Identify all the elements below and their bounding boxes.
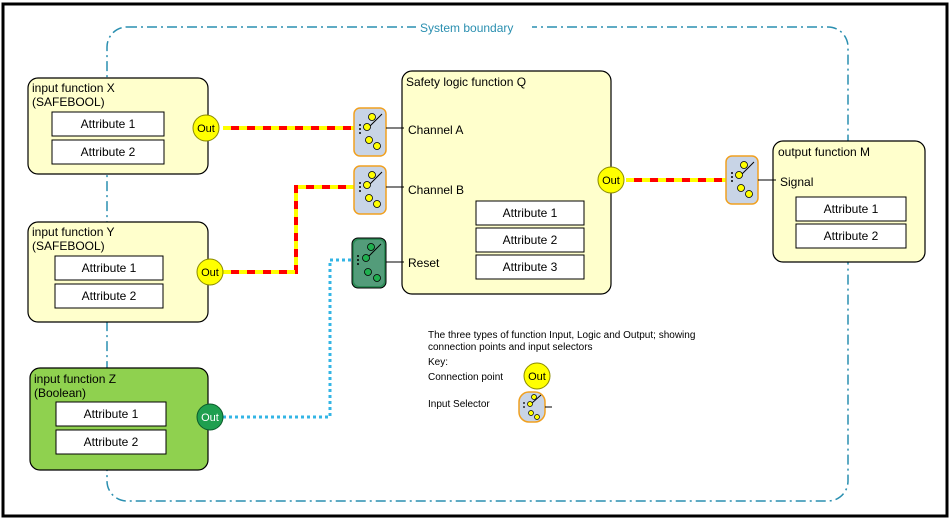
- svg-text:Out: Out: [197, 123, 215, 135]
- function-q-attribute-2-box: [475, 227, 585, 253]
- function-x-attribute-1: Attribute 1: [81, 117, 136, 131]
- function-q-title: Safety logic function Q: [406, 75, 526, 89]
- key-description-line-1: The three types of function Input, Logic…: [428, 330, 695, 341]
- line-z-to-reset: [223, 258, 360, 419]
- input-function-x[interactable]: input function X (SAFEBOOL) Attribute 1 …: [27, 77, 209, 175]
- function-z-attribute-1: Attribute 1: [84, 407, 139, 421]
- boundary-label: System boundary: [420, 21, 513, 35]
- reset-input-selector[interactable]: [351, 237, 404, 289]
- input-function-z[interactable]: input function Z (Boolean) Attribute 1 A…: [29, 367, 209, 471]
- function-q-attribute-3-box: [475, 254, 585, 280]
- channel-a-label: Channel A: [408, 123, 463, 137]
- output-function-m[interactable]: output function M Signal Attribute 1 Att…: [772, 140, 926, 263]
- legend-key: The three types of function Input, Logic…: [428, 330, 695, 423]
- function-y-connection-point[interactable]: Out: [196, 258, 224, 286]
- function-z-attribute-2-box: [55, 429, 167, 455]
- function-m-attribute-2: Attribute 2: [824, 229, 879, 243]
- svg-text:Out: Out: [201, 267, 219, 279]
- function-x-attribute-2: Attribute 2: [81, 145, 136, 159]
- svg-text:Out: Out: [528, 371, 546, 383]
- function-x-attribute-1-box: [51, 111, 165, 137]
- channel-a-input-selector[interactable]: [353, 107, 404, 157]
- function-q-attribute-1: Attribute 1: [503, 206, 558, 220]
- key-description-line-2: connection points and input selectors: [428, 342, 593, 353]
- function-z-attribute-1-box: [55, 401, 167, 427]
- function-x-attribute-2-box: [51, 139, 165, 165]
- function-m-attribute-1-box: [795, 196, 907, 222]
- function-q-attribute-2: Attribute 2: [503, 233, 558, 247]
- key-title: Key:: [428, 357, 448, 368]
- function-y-attribute-1-box: [54, 255, 164, 281]
- line-y-to-channel-b: [223, 185, 360, 274]
- svg-text:Out: Out: [201, 412, 219, 424]
- function-z-type: (Boolean): [34, 386, 86, 400]
- function-q-attribute-3: Attribute 3: [503, 260, 558, 274]
- key-connection-point-label: Connection point: [428, 372, 503, 383]
- function-z-attribute-2: Attribute 2: [84, 435, 139, 449]
- channel-b-input-selector[interactable]: [353, 165, 404, 215]
- reset-label: Reset: [408, 256, 440, 270]
- key-connection-point-symbol: Out: [523, 362, 551, 390]
- function-y-attribute-1: Attribute 1: [82, 261, 137, 275]
- function-m-attribute-1: Attribute 1: [824, 202, 879, 216]
- function-y-title: input function Y: [32, 225, 115, 239]
- key-input-selector-label: Input Selector: [428, 399, 490, 410]
- function-x-title: input function X: [32, 81, 115, 95]
- function-y-type: (SAFEBOOL): [32, 239, 105, 253]
- function-y-attribute-2-box: [54, 283, 164, 309]
- signal-label: Signal: [780, 175, 813, 189]
- function-y-attribute-2: Attribute 2: [82, 289, 137, 303]
- safety-logic-function-q[interactable]: Safety logic function Q Channel A Channe…: [401, 70, 612, 295]
- key-input-selector-symbol: [518, 391, 552, 423]
- function-z-connection-point[interactable]: Out: [196, 403, 224, 431]
- channel-b-label: Channel B: [408, 183, 464, 197]
- input-function-y[interactable]: input function Y (SAFEBOOL) Attribute 1 …: [27, 221, 209, 323]
- signal-input-selector[interactable]: [725, 155, 776, 205]
- function-q-attribute-1-box: [475, 200, 585, 226]
- function-m-attribute-2-box: [795, 223, 907, 249]
- function-m-title: output function M: [778, 145, 870, 159]
- function-x-type: (SAFEBOOL): [32, 95, 105, 109]
- function-x-connection-point[interactable]: Out: [192, 114, 220, 142]
- svg-text:Out: Out: [602, 175, 620, 187]
- boundary-label-bg: [416, 20, 532, 34]
- function-z-title: input function Z: [34, 372, 116, 386]
- function-q-connection-point[interactable]: Out: [597, 166, 625, 194]
